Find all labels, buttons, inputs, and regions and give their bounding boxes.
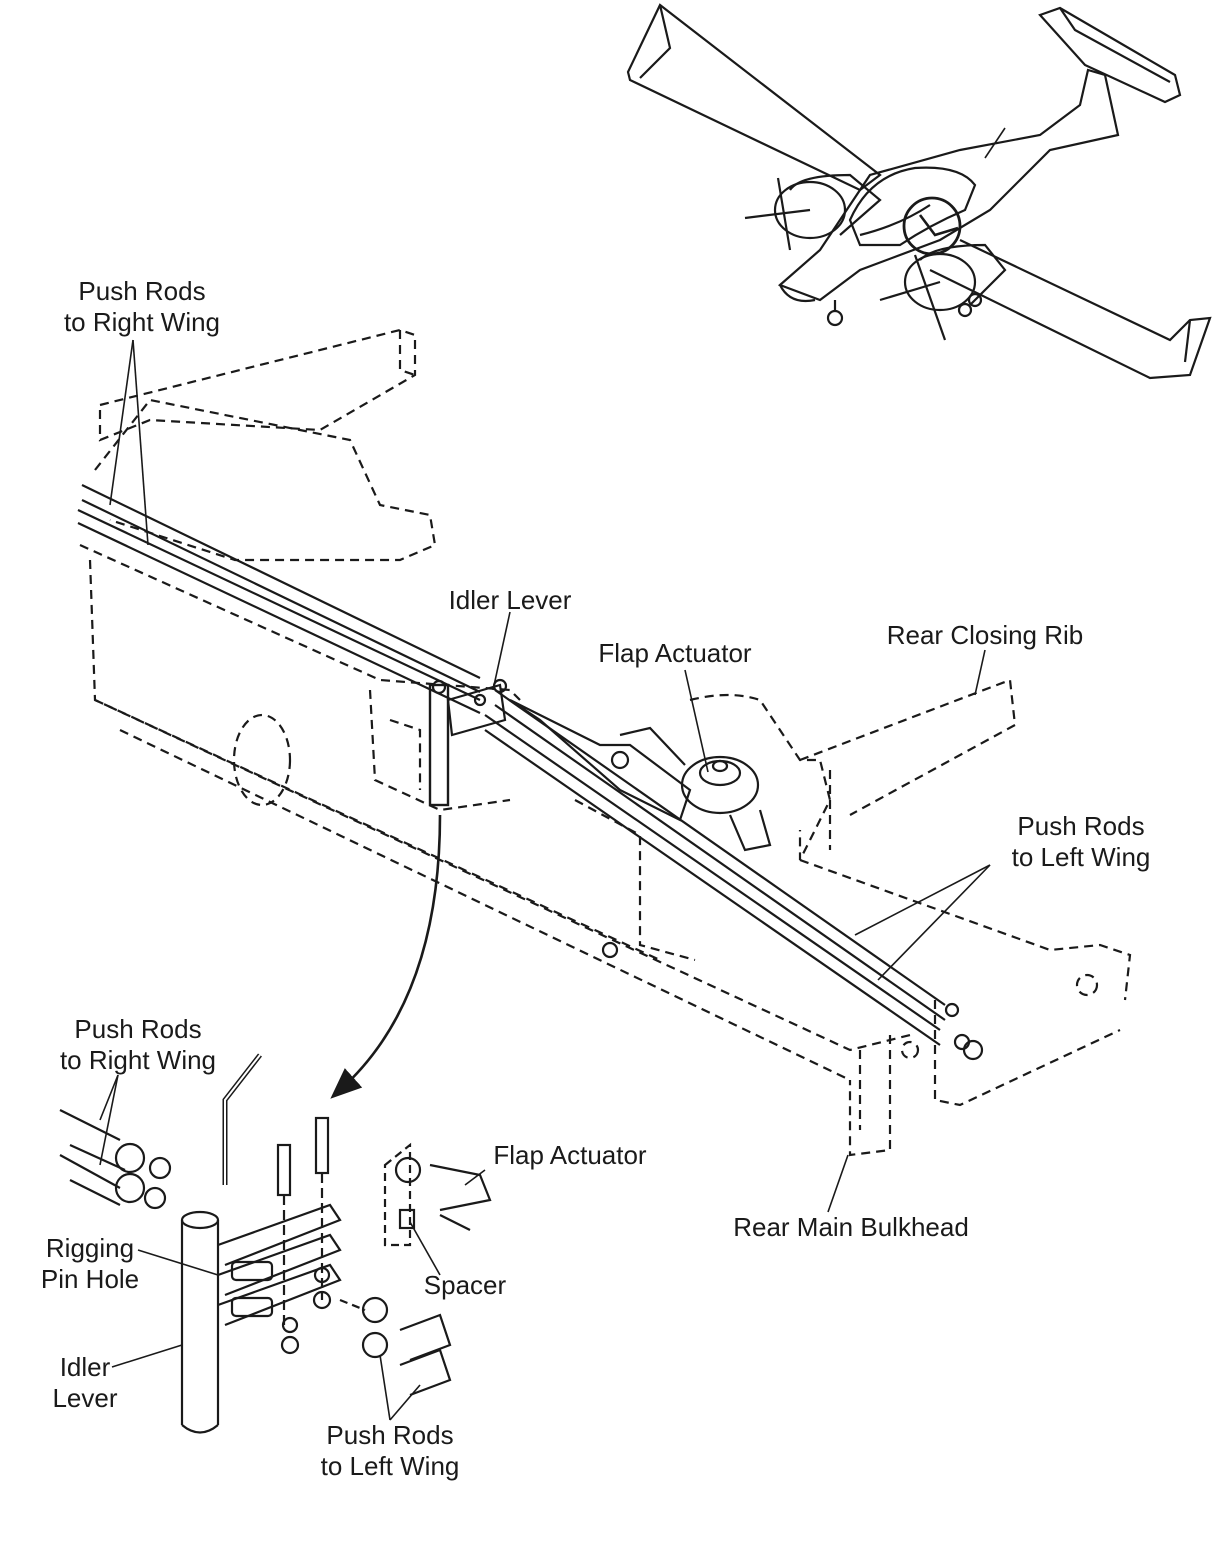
- label-line: Spacer: [423, 1270, 507, 1300]
- label-line: Flap Actuator: [598, 638, 752, 668]
- label-line: to Right Wing: [59, 1045, 217, 1075]
- label-rear-main-bulkhead: Rear Main Bulkhead: [716, 1212, 986, 1243]
- label-line: Push Rods: [326, 1420, 454, 1450]
- label-rigging-pin-hole: Rigging Pin Hole: [30, 1233, 150, 1295]
- label-rear-closing-rib: Rear Closing Rib: [870, 620, 1100, 651]
- detail-arrow: [330, 814, 442, 1099]
- label-flap-actuator-detail: Flap Actuator: [480, 1140, 660, 1171]
- label-line: Lever: [52, 1383, 118, 1413]
- label-line: Push Rods: [74, 1014, 202, 1044]
- detail-view: [59, 1053, 492, 1434]
- label-line: to Left Wing: [320, 1451, 460, 1481]
- label-line: Rigging: [45, 1233, 135, 1263]
- label-flap-actuator-top: Flap Actuator: [580, 638, 770, 669]
- label-spacer: Spacer: [410, 1270, 520, 1301]
- label-line: Push Rods: [1017, 811, 1145, 841]
- label-push-rods-left-top: Push Rods to Left Wing: [996, 811, 1166, 873]
- label-idler-lever-top: Idler Lever: [430, 585, 590, 616]
- label-line: Rear Closing Rib: [886, 620, 1084, 650]
- label-push-rods-right-detail: Push Rods to Right Wing: [38, 1014, 238, 1076]
- aircraft-overview: [626, 3, 1212, 380]
- label-line: to Right Wing: [63, 307, 221, 337]
- leader-lines: [99, 339, 991, 1421]
- label-push-rods-right-top: Push Rods to Right Wing: [42, 276, 242, 338]
- label-line: to Left Wing: [1011, 842, 1151, 872]
- label-push-rods-left-detail: Push Rods to Left Wing: [300, 1420, 480, 1482]
- label-line: Idler: [59, 1352, 111, 1382]
- label-idler-lever-detail: Idler Lever: [40, 1352, 130, 1414]
- label-line: Rear Main Bulkhead: [733, 1212, 969, 1242]
- label-line: Push Rods: [78, 276, 206, 306]
- label-line: Idler Lever: [448, 585, 572, 615]
- label-line: Pin Hole: [40, 1264, 140, 1294]
- label-line: Flap Actuator: [493, 1140, 647, 1170]
- main-assembly: [77, 328, 1132, 1157]
